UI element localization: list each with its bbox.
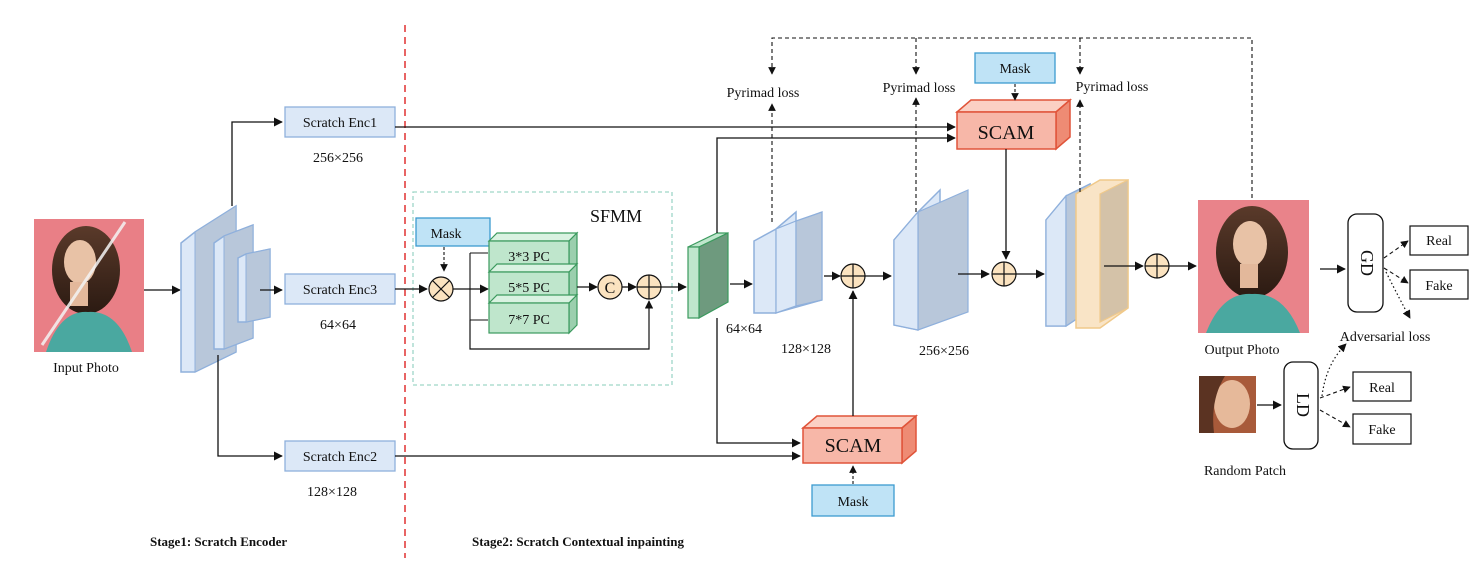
scam-top-mask-label: Mask (999, 62, 1030, 77)
ld-real-label: Real (1369, 381, 1395, 396)
encoder-blocks (180, 204, 271, 373)
sfmm-mask-box (415, 217, 491, 247)
pyramid-loss-label-2: Pyrimad loss (883, 81, 956, 96)
feature-block-64 (687, 232, 729, 320)
ld-box (1283, 361, 1319, 450)
sfmm-title: SFMM (590, 206, 642, 226)
input-photo (34, 219, 144, 352)
output-photo-label: Output Photo (1204, 343, 1279, 358)
scam-bottom-label: SCAM (825, 435, 882, 457)
pyramid-loss-label-1: Pyrimad loss (727, 86, 800, 101)
arrow-64-to-scam-top (716, 133, 956, 233)
ld-label: LD (1293, 393, 1313, 417)
sfmm-add-op (636, 274, 662, 300)
ld-fake-box (1352, 413, 1412, 445)
sfmm-residual-arrow (469, 300, 654, 350)
ld-real-box (1352, 371, 1412, 402)
scam-bottom-block (800, 414, 919, 465)
pc-box-7x7 (487, 293, 579, 335)
arrow-to-enc2 (217, 355, 283, 461)
scratch-enc1-box (284, 106, 396, 138)
scam-top-mask-box (974, 52, 1056, 84)
gd-real-box (1409, 225, 1469, 256)
size-label-256: 256×256 (919, 344, 969, 359)
pyramid-loss-connectors (768, 37, 1253, 222)
arrow-to-enc1 (231, 117, 283, 206)
adversarial-loss-label: Adversarial loss (1340, 330, 1431, 345)
gd-fake-label: Fake (1425, 279, 1452, 294)
feature-block-128 (753, 210, 823, 314)
scratch-enc2-box (284, 440, 396, 472)
feature-block-final (1045, 179, 1129, 329)
add-op-256 (991, 261, 1017, 287)
ld-output-arrows (1319, 385, 1351, 428)
adversarial-loss-arrow-gd (1385, 271, 1411, 319)
random-patch-label: Random Patch (1204, 464, 1286, 479)
stage1-label: Stage1: Scratch Encoder (150, 534, 287, 549)
add-op-128 (840, 263, 866, 289)
pyramid-loss-label-3: Pyrimad loss (1076, 80, 1149, 95)
arrow-64-to-scam-bottom (716, 318, 801, 448)
gd-output-arrows (1383, 240, 1409, 284)
scratch-enc1-label: Scratch Enc1 (303, 116, 377, 131)
scratch-enc3-size: 64×64 (320, 318, 356, 333)
scam-bottom-mask-box (811, 484, 895, 517)
gd-real-label: Real (1426, 234, 1452, 249)
output-photo (1198, 200, 1309, 333)
scam-top-block (954, 98, 1073, 151)
feature-block-256 (893, 188, 969, 331)
sfmm-mask-label: Mask (430, 227, 461, 242)
ld-fake-label: Fake (1368, 423, 1395, 438)
multiply-op (428, 276, 454, 302)
pc-label-3x3: 3*3 PC (508, 250, 550, 265)
gd-label: GD (1357, 250, 1377, 276)
gd-fake-box (1409, 269, 1469, 300)
adversarial-loss-arrow-ld (1321, 343, 1347, 397)
scratch-enc2-size: 128×128 (307, 485, 357, 500)
add-op-final (1144, 253, 1170, 279)
scratch-enc1-size: 256×256 (313, 151, 363, 166)
scratch-enc3-label: Scratch Enc3 (303, 283, 377, 298)
input-photo-label: Input Photo (53, 361, 119, 376)
size-label-64: 64×64 (726, 322, 762, 337)
scratch-enc2-label: Scratch Enc2 (303, 450, 377, 465)
size-label-128: 128×128 (781, 342, 831, 357)
pc-label-7x7: 7*7 PC (508, 313, 550, 328)
scam-bottom-mask-label: Mask (837, 495, 868, 510)
concat-symbol: C (605, 280, 616, 297)
stage2-label: Stage2: Scratch Contextual inpainting (472, 534, 684, 549)
scam-top-label: SCAM (978, 122, 1035, 144)
random-patch-photo (1199, 376, 1256, 433)
gd-box (1347, 213, 1384, 313)
pc-label-5x5: 5*5 PC (508, 281, 550, 296)
